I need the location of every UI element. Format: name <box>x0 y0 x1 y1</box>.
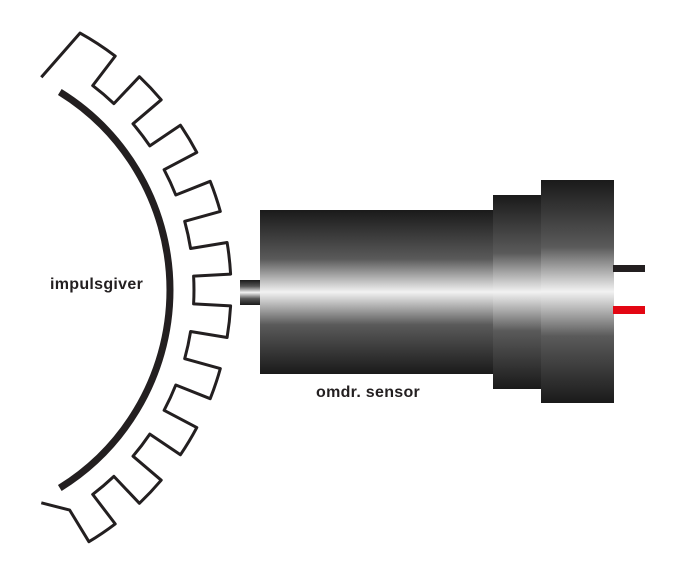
wire-red <box>613 306 645 314</box>
wheel-label: impulsgiver <box>50 276 144 293</box>
sensor-body <box>260 210 494 374</box>
sensor-connector <box>541 180 614 403</box>
wheel-arc <box>57 89 174 491</box>
gear-teeth-outline <box>40 31 233 544</box>
sensor-label: omdr. sensor <box>316 384 421 401</box>
sensor-collar <box>493 195 542 389</box>
sensor-tip <box>240 280 261 305</box>
wire-dark <box>613 265 645 272</box>
